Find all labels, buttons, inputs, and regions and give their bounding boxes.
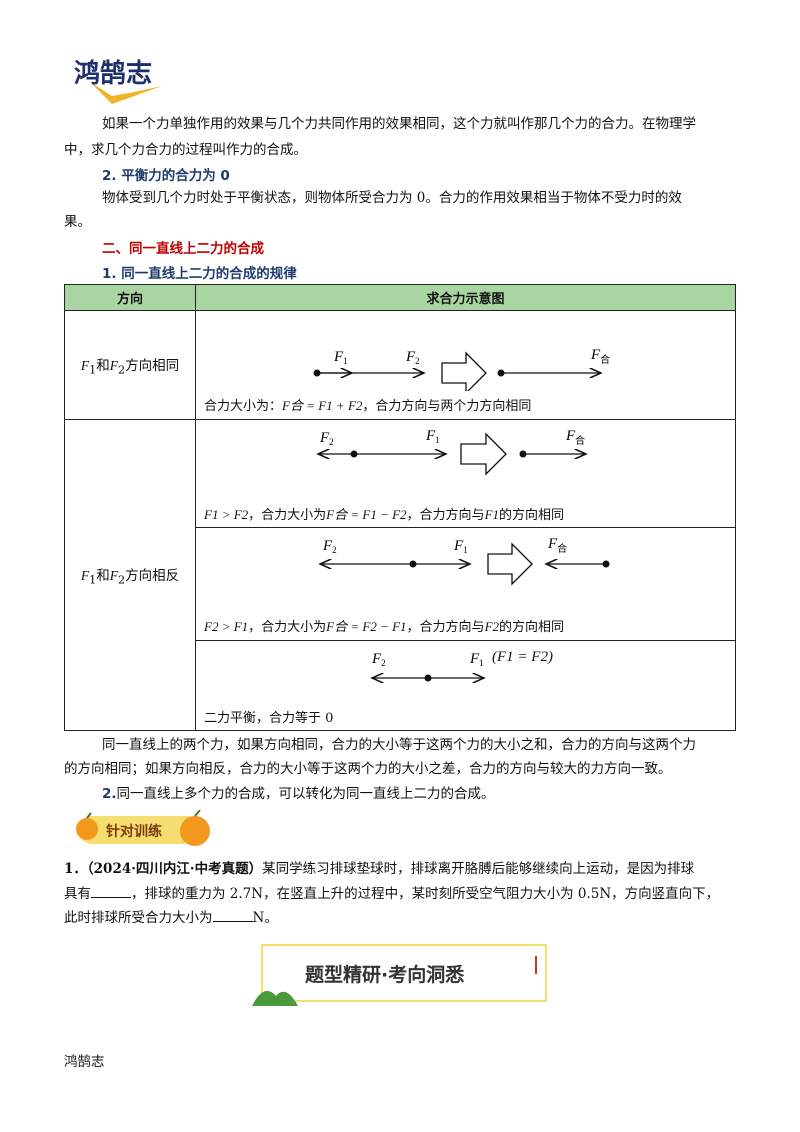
section-2-line-1: 物体受到几个力时处于平衡状态，则物体所受合力为 0。合力的作用效果相当于物体不受… xyxy=(102,190,682,206)
intro-line-2: 中，求几个力合力的过程叫作力的合成。 xyxy=(64,142,307,158)
col-diagram-header: 求合力示意图 xyxy=(195,284,736,311)
balance-note: 二力平衡，合力等于 0 xyxy=(204,711,334,726)
resultant-label: F合 xyxy=(547,536,567,555)
col-direction-header: 方向 xyxy=(64,284,196,311)
result-arrow-icon xyxy=(460,432,507,476)
opposite-2-note: F2 > F1，合力大小为F合 = F2 − F1，合力方向与F2的方向相同 xyxy=(204,619,565,635)
opposite-f1-greater-diagram: F2 F1 F合 xyxy=(196,428,736,476)
f2-label: F2 xyxy=(319,430,334,447)
f1-label: F1 xyxy=(425,428,440,445)
rule-2: 2.同一直线上多个力的合成，可以转化为同一直线上二力的合成。 xyxy=(102,782,495,806)
rule-2-number: 2. xyxy=(102,786,117,802)
f1-label: F1 xyxy=(469,651,484,668)
orange-icon xyxy=(180,810,210,846)
logo-mark-icon: 鸿鹄志 xyxy=(74,58,162,104)
rule-1-heading: 1. 同一直线上二力的合成的规律 xyxy=(102,266,297,282)
summary-line-1: 同一直线上的两个力，如果方向相同，合力的大小等于这两个力的大小之和，合力的方向与… xyxy=(102,737,696,753)
section-banner-title: 题型精研·考向洞悉 xyxy=(305,964,465,986)
f2-label: F2 xyxy=(322,538,337,555)
banner-accent-icon xyxy=(535,956,537,974)
section-2-line-2: 果。 xyxy=(64,214,91,230)
row-opposite-2-diagram: F2 F1 F合 F2 > F1，合力大小为F合 = F2 − F1，合力方向与… xyxy=(195,527,736,641)
section-2-heading: 2. 平衡力的合力为 0 xyxy=(102,168,230,184)
opposite-1-note: F1 > F2，合力大小为F合 = F1 − F2，合力方向与F1的方向相同 xyxy=(204,507,565,523)
same-note: 合力大小为：F合 = F1 + F2，合力方向与两个力方向相同 xyxy=(204,398,532,414)
section-banner: 题型精研·考向洞悉 xyxy=(261,944,547,1002)
answer-blank-1[interactable] xyxy=(91,883,131,898)
row-same-diagram: F1 F2 F合 合力大小为：F合 = F1 + F2，合力方向与两个力方向相同 xyxy=(195,310,736,420)
row-same-label: F1和F2方向相同 xyxy=(64,310,196,420)
part-2-heading: 二、同一直线上二力的合成 xyxy=(102,241,264,257)
question-source: （2024·四川内江·中考真题） xyxy=(86,861,263,877)
opposite-f2-greater-diagram: F2 F1 F合 xyxy=(196,536,610,586)
orange-icon xyxy=(76,812,98,840)
row-opposite-label: F1和F2方向相反 xyxy=(64,419,196,731)
f2-label: F2 xyxy=(371,651,386,668)
rule-2-text: 同一直线上多个力的合成，可以转化为同一直线上二力的合成。 xyxy=(116,786,495,802)
summary-line-2: 的方向相同；如果方向相反，合力的大小等于这两个力的大小之差，合力的方向与较大的力… xyxy=(64,761,672,777)
balance-diagram: F2 F1 xyxy=(196,651,736,701)
question-number: 1． xyxy=(64,861,87,877)
result-arrow-icon xyxy=(487,542,533,586)
practice-badge-label: 针对训练 xyxy=(106,824,162,840)
row-balance-diagram: F2 F1 (F1 = F2) 二力平衡，合力等于 0 xyxy=(195,640,736,731)
resultant-label: F合 xyxy=(590,347,610,366)
answer-blank-2[interactable] xyxy=(212,907,253,922)
resultant-label: F合 xyxy=(565,428,585,447)
intro-line-1: 如果一个力单独作用的效果与几个力共同作用的效果相同，这个力就叫作那几个力的合力。… xyxy=(102,116,696,132)
result-arrow-icon xyxy=(441,351,487,391)
question-line-2: 具有，排球的重力为 2.7N，在竖直上升的过程中，某时刻所受空气阻力大小为 0.… xyxy=(64,882,719,906)
force-composition-table: 方向 求合力示意图 F1和F2方向相同 F1 F2 F合 合力大小 xyxy=(64,284,736,731)
logo: 鸿鹄志 xyxy=(72,52,184,108)
hill-icon xyxy=(252,990,298,1006)
f2-label: F2 xyxy=(405,349,420,366)
svg-text:鸿鹄志: 鸿鹄志 xyxy=(74,58,152,89)
f1-label: F1 xyxy=(333,349,348,366)
footer-brand: 鸿鹄志 xyxy=(64,1054,105,1070)
balance-equation: (F1 = F2) xyxy=(492,649,553,665)
f1-label: F1 xyxy=(453,538,468,555)
same-direction-diagram: F1 F2 F合 xyxy=(313,347,610,391)
question-line-1: 1．（2024·四川内江·中考真题）某同学练习排球垫球时，排球离开胳膊后能够继续… xyxy=(64,861,695,877)
row-opposite-1-diagram: F2 F1 F合 F1 > F2，合力大小为F合 = F1 − F2，合力方向与… xyxy=(195,419,736,528)
